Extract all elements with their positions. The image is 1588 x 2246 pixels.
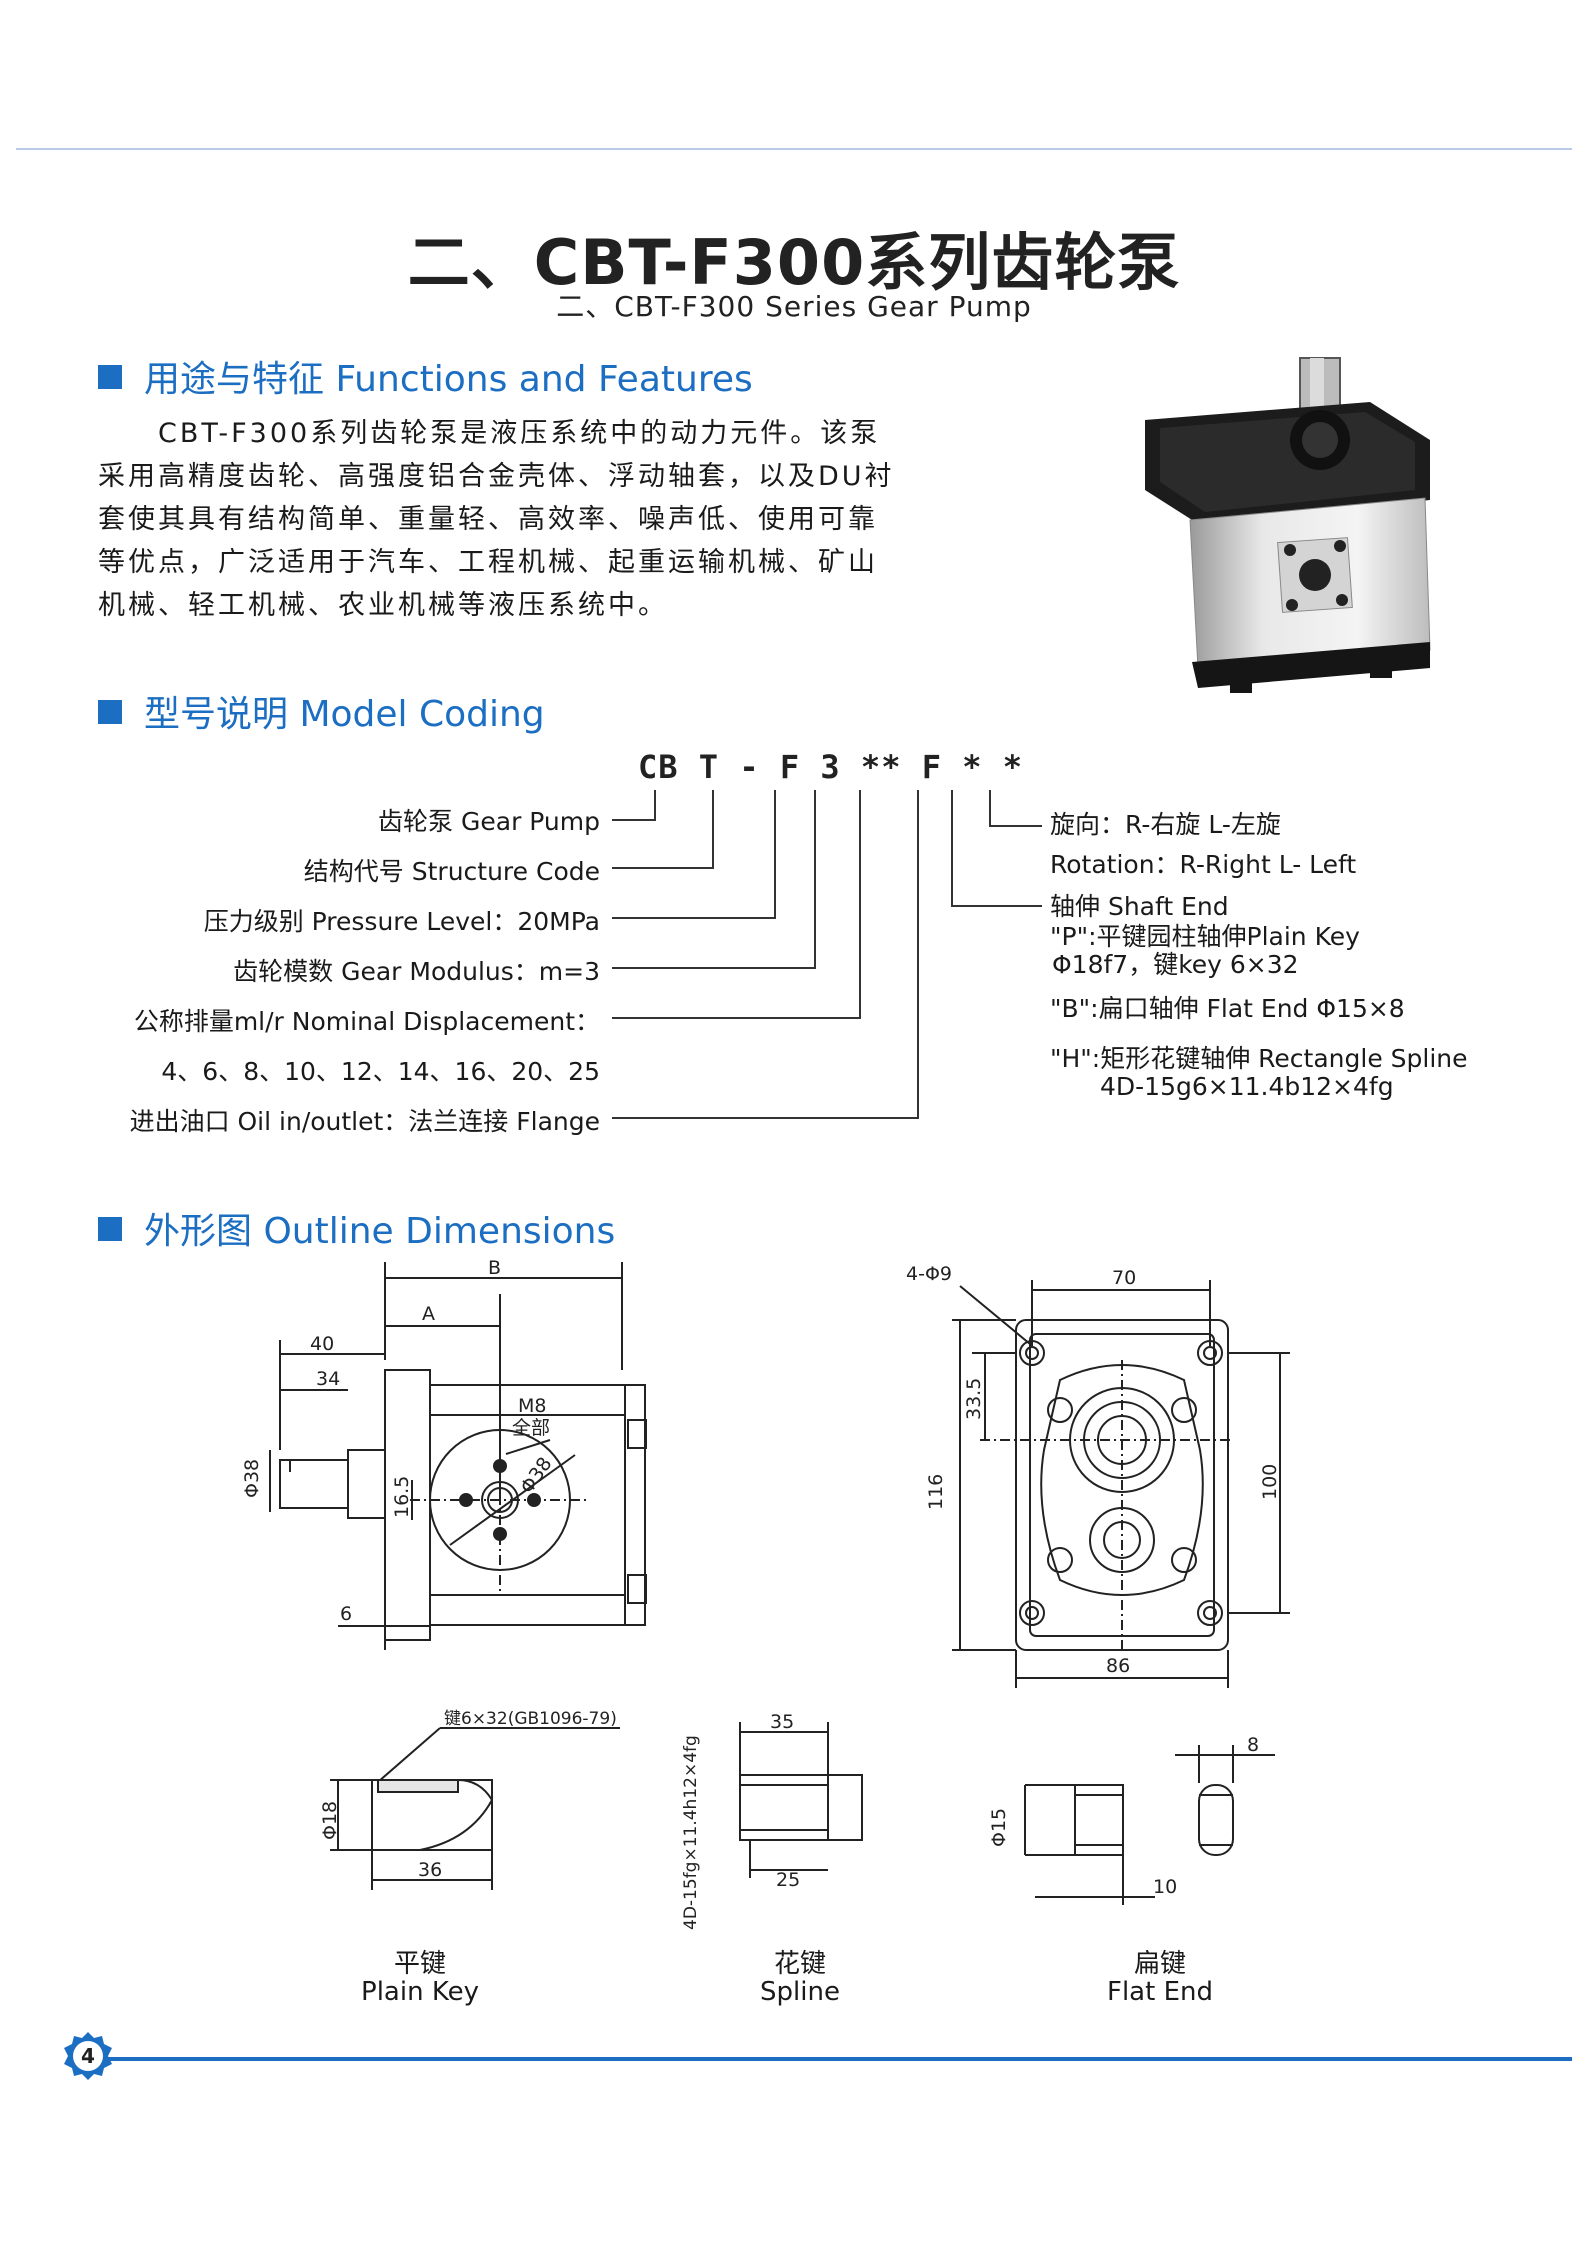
page-number: 4 xyxy=(81,2044,95,2068)
leader-line xyxy=(612,790,861,1019)
dim-40: 40 xyxy=(310,1333,334,1355)
code-label-modulus: 齿轮模数 Gear Modulus：m=3 xyxy=(233,957,600,986)
caption-cn: 平键 xyxy=(393,1949,446,1979)
code-label-structure: 结构代号 Structure Code xyxy=(303,857,600,886)
square-bullet-icon xyxy=(98,700,122,724)
code-label-plain-key-dim: Φ18f7，键key 6×32 xyxy=(1052,950,1299,979)
dim-phi15: Φ15 xyxy=(988,1808,1010,1847)
caption-en: Flat End xyxy=(1107,1977,1213,2007)
caption-cn: 扁键 xyxy=(1133,1949,1186,1979)
paragraph-line: 套使其具有结构简单、重量轻、高效率、噪声低、使用可靠 xyxy=(98,504,878,535)
dim-4-holes: 4-Φ9 xyxy=(906,1263,952,1285)
section-heading-text: 用途与特征 Functions and Features xyxy=(144,359,753,400)
code-label-pressure: 压力级别 Pressure Level：20MPa xyxy=(203,907,600,936)
leader-line xyxy=(612,790,714,869)
dim-A: A xyxy=(422,1303,435,1325)
code-label-flat-end: "B":扁口轴伸 Flat End Φ15×8 xyxy=(1050,994,1405,1023)
code-label-plain-key: "P":平键园柱轴伸Plain Key xyxy=(1050,922,1360,951)
dim-25: 25 xyxy=(776,1869,800,1891)
gear-pump-photo xyxy=(1145,357,1431,693)
code-label-oil-port: 进出油口 Oil in/outlet：法兰连接 Flange xyxy=(129,1107,600,1136)
caption-en: Spline xyxy=(760,1977,840,2007)
dim-phi18: Φ18 xyxy=(320,1801,341,1840)
code-label-rotation-cn: 旋向：R-右旋 L-左旋 xyxy=(1050,810,1281,839)
section-heading-text: 外形图 Outline Dimensions xyxy=(144,1211,616,1252)
leader-line xyxy=(989,790,1042,827)
dim-16-5: 16.5 xyxy=(391,1476,413,1518)
dim-116: 116 xyxy=(925,1474,947,1510)
flat-end-caption: 扁键 Flat End xyxy=(1060,1950,1260,2006)
code-label-displacement-values: 4、6、8、10、12、14、16、20、25 xyxy=(161,1057,600,1086)
caption-cn: 花键 xyxy=(773,1949,826,1979)
dim-all: 全部 xyxy=(512,1417,550,1439)
square-bullet-icon xyxy=(98,365,122,389)
dim-phi38-shaft: Φ38 xyxy=(241,1459,263,1498)
section-heading-functions: 用途与特征 Functions and Features xyxy=(98,350,753,402)
dim-6: 6 xyxy=(340,1603,352,1625)
page-subtitle: 二、CBT-F300 Series Gear Pump xyxy=(556,290,1032,323)
dim-86: 86 xyxy=(1106,1655,1130,1677)
dim-34: 34 xyxy=(316,1368,340,1390)
model-code-leader-lines xyxy=(612,790,1042,1119)
section-heading-outline: 外形图 Outline Dimensions xyxy=(98,1202,615,1254)
leader-line xyxy=(612,790,776,919)
code-label-shaft-end: 轴伸 Shaft End xyxy=(1050,892,1229,921)
plain-key-caption: 平键 Plain Key xyxy=(320,1950,520,2006)
square-bullet-icon xyxy=(98,1217,122,1241)
code-label-gear-pump: 齿轮泵 Gear Pump xyxy=(378,807,600,836)
code-label-spline-dim: 4D-15g6×11.4b12×4fg xyxy=(1100,1072,1394,1101)
leader-line xyxy=(612,790,656,821)
top-rule xyxy=(16,148,1572,150)
spline-caption: 花键 Spline xyxy=(700,1950,900,2006)
functions-paragraph: CBT-F300系列齿轮泵是液压系统中的动力元件。该泵 采用高精度齿轮、高强度铝… xyxy=(98,412,1018,627)
section-heading-text: 型号说明 Model Coding xyxy=(144,694,545,735)
paragraph-line: 采用高精度齿轮、高强度铝合金壳体、浮动轴套，以及DU衬 xyxy=(98,461,895,492)
spline-drawing: 4D-15fg×11.4h12×4fg 35 25 xyxy=(681,1711,863,1930)
page-number-badge: 4 xyxy=(64,2032,112,2080)
code-label-spline: "H":矩形花键轴伸 Rectangle Spline xyxy=(1050,1044,1468,1073)
dim-B: B xyxy=(488,1257,501,1279)
dim-70: 70 xyxy=(1112,1267,1136,1289)
dim-36: 36 xyxy=(418,1859,442,1881)
caption-en: Plain Key xyxy=(361,1977,479,2007)
model-code: CB T - F 3 ** F * * xyxy=(638,748,1024,786)
side-view-drawing: B A 40 34 Φ38 M8 全部 Φ38 16.5 6 xyxy=(241,1257,647,1650)
paragraph-line: 等优点，广泛适用于汽车、工程机械、起重运输机械、矿山 xyxy=(98,547,878,578)
spline-spec: 4D-15fg×11.4h12×4fg xyxy=(681,1735,701,1930)
paragraph-line: CBT-F300系列齿轮泵是液压系统中的动力元件。该泵 xyxy=(98,418,881,449)
plain-key-drawing: 键6×32(GB1096-79) Φ18 36 xyxy=(320,1709,620,1890)
paragraph-line: 机械、轻工机械、农业机械等液压系统中。 xyxy=(98,590,668,621)
leader-line xyxy=(612,790,816,969)
leader-line xyxy=(951,790,1042,907)
dim-8: 8 xyxy=(1247,1735,1259,1756)
dim-10: 10 xyxy=(1153,1876,1177,1898)
dim-35: 35 xyxy=(770,1711,794,1733)
code-label-rotation-en: Rotation：R-Right L- Left xyxy=(1050,850,1357,879)
code-label-displacement: 公称排量ml/r Nominal Displacement： xyxy=(133,1007,600,1036)
front-view-drawing: 4-Φ9 70 33.5 116 100 86 xyxy=(906,1263,1290,1688)
key-note: 键6×32(GB1096-79) xyxy=(444,1709,617,1729)
flat-end-drawing: Φ15 10 8 xyxy=(988,1735,1275,1905)
dim-phi38: Φ38 xyxy=(516,1453,556,1498)
dim-M8: M8 xyxy=(518,1395,546,1417)
page-title: 二、CBT-F300系列齿轮泵 xyxy=(407,226,1181,299)
leader-line xyxy=(612,790,919,1119)
section-heading-model-coding: 型号说明 Model Coding xyxy=(98,685,545,737)
dim-33-5: 33.5 xyxy=(963,1378,985,1420)
bottom-rule xyxy=(70,2057,1572,2061)
dim-100: 100 xyxy=(1259,1464,1281,1500)
